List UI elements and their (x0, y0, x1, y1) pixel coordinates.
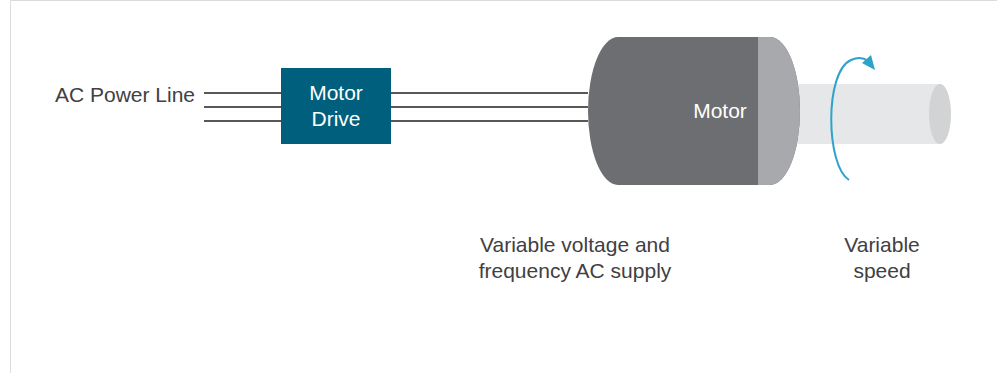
rotation-arrow (831, 55, 875, 180)
supply-wire (391, 106, 588, 108)
text-label: AC Power Line (45, 82, 205, 108)
frame-border (11, 1, 997, 373)
power-line-wires (204, 93, 281, 121)
motor-cylinder: Motor (588, 37, 800, 185)
drive-box: Motor Drive (281, 68, 391, 144)
text-label: Variable speed (815, 232, 949, 284)
supply-wire (391, 120, 588, 122)
text-label: Variable voltage and frequency AC supply (465, 232, 685, 284)
node-text: Motor Drive (289, 80, 383, 132)
node-text: Motor (660, 98, 780, 124)
supply-wire (391, 92, 588, 94)
motor-shaft (780, 84, 951, 144)
